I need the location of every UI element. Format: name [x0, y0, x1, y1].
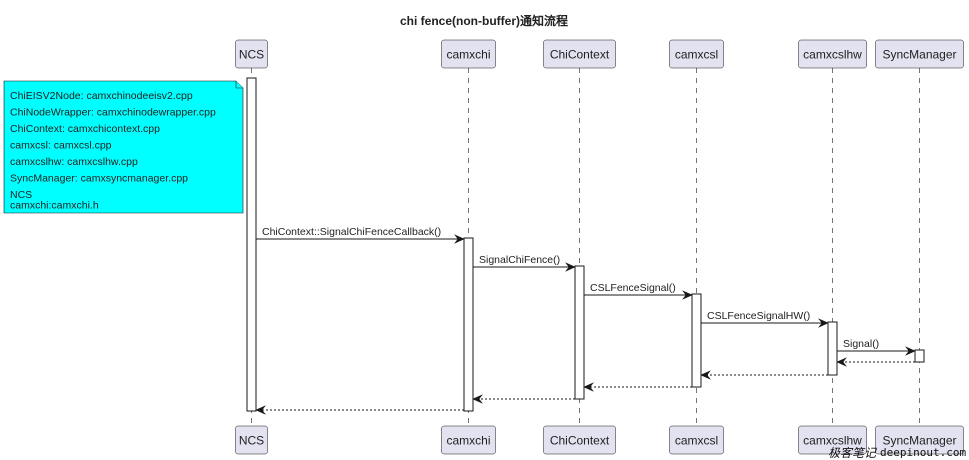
participant-camxcsl-bottom[interactable]: camxcsl: [669, 425, 724, 455]
message-return: [583, 382, 692, 392]
diagram-title: chi fence(non-buffer)通知流程: [400, 13, 568, 28]
note-line: ChiNodeWrapper: camxchinodewrapper.cpp: [10, 107, 216, 119]
participant-box: [669, 39, 724, 69]
message-return: [836, 357, 915, 367]
watermark: 极客笔记 deepinout.com: [828, 446, 966, 460]
participant-label: SyncManager: [882, 434, 956, 448]
participant-box: [798, 425, 867, 455]
message-label: SignalChiFence(): [479, 254, 560, 266]
message-call: SignalChiFence(): [473, 254, 576, 272]
watermark-url: deepinout.com: [880, 446, 966, 459]
activation-bar-camxcsl: [691, 293, 702, 388]
arrowhead-icon: [472, 394, 483, 404]
note-corner-fold: [235, 81, 243, 89]
note-line: camxcsl: camxcsl.cpp: [10, 140, 112, 152]
participant-label: ChiContext: [550, 48, 610, 62]
activation-bar-syncmanager: [914, 349, 925, 363]
participant-label: camxcsl: [675, 48, 718, 62]
note-line: camxchi:camxchi.h: [10, 200, 99, 212]
participant-chicontext-top[interactable]: ChiContext: [543, 39, 616, 69]
arrowhead-icon: [583, 382, 594, 392]
message-call: ChiContext::SignalChiFenceCallback(): [256, 226, 465, 244]
participant-box: [543, 39, 616, 69]
participant-label: NCS: [239, 48, 264, 62]
participant-box: [441, 425, 496, 455]
participant-label: camxchi: [446, 48, 490, 62]
participant-box: [875, 425, 964, 455]
participant-label: ChiContext: [550, 434, 610, 448]
arrowhead-icon: [700, 370, 711, 380]
arrowhead-icon: [905, 346, 916, 356]
participant-box: [798, 39, 867, 69]
note-line: NCS: [10, 189, 32, 201]
participant-box: [441, 39, 496, 69]
message-label: CSLFenceSignalHW(): [707, 310, 810, 322]
message-call: CSLFenceSignal(): [584, 282, 693, 300]
activation-bar-chicontext: [574, 265, 585, 400]
arrowhead-icon: [454, 234, 465, 244]
activation-bar-camxcslhw: [827, 321, 838, 376]
message-return: [700, 370, 828, 380]
participant-chicontext-bottom[interactable]: ChiContext: [543, 425, 616, 455]
message-return: [472, 394, 575, 404]
activation-bar-ncs: [246, 77, 257, 412]
participant-syncmanager-bottom[interactable]: SyncManager: [875, 425, 964, 455]
participant-camxchi-bottom[interactable]: camxchi: [441, 425, 496, 455]
participant-camxcslhw-top[interactable]: camxcslhw: [798, 39, 867, 69]
note-line: SyncManager: camxsyncmanager.cpp: [10, 173, 188, 185]
message-label: Signal(): [843, 338, 879, 350]
message-call: Signal(): [837, 338, 916, 356]
participant-ncs-bottom[interactable]: NCS: [235, 425, 268, 455]
participant-ncs-top[interactable]: NCS: [235, 39, 268, 69]
participant-label: SyncManager: [882, 48, 956, 62]
note-line: camxcslhw: camxcslhw.cpp: [10, 156, 138, 168]
participant-box: [543, 425, 616, 455]
participant-camxcsl-top[interactable]: camxcsl: [669, 39, 724, 69]
participant-label: camxcslhw: [803, 434, 862, 448]
arrowhead-icon: [836, 357, 847, 367]
message-label: CSLFenceSignal(): [590, 282, 676, 294]
participant-label: camxcsl: [675, 434, 718, 448]
participant-box: [235, 39, 268, 69]
note-line: ChiContext: camxchicontext.cpp: [10, 123, 160, 135]
participant-box: [669, 425, 724, 455]
arrowhead-icon: [818, 318, 829, 328]
participant-label: NCS: [239, 434, 264, 448]
note-box: [3, 80, 244, 214]
participant-camxcslhw-bottom[interactable]: camxcslhw: [798, 425, 867, 455]
participant-label: camxcslhw: [803, 48, 862, 62]
watermark-cn: 极客笔记: [828, 446, 877, 460]
note: ChiEISV2Node: camxchinodeeisv2.cpp ChiNo…: [3, 80, 244, 214]
message-return: [255, 405, 464, 415]
participant-camxchi-top[interactable]: camxchi: [441, 39, 496, 69]
note-line: ChiEISV2Node: camxchinodeeisv2.cpp: [10, 90, 193, 102]
participant-box: [875, 39, 964, 69]
participant-label: camxchi: [446, 434, 490, 448]
participant-box: [235, 425, 268, 455]
participant-syncmanager-top[interactable]: SyncManager: [875, 39, 964, 69]
message-label: ChiContext::SignalChiFenceCallback(): [262, 226, 441, 238]
message-call: CSLFenceSignalHW(): [701, 310, 829, 328]
activation-bar-camxchi: [463, 237, 474, 412]
arrowhead-icon: [565, 262, 576, 272]
arrowhead-icon: [255, 405, 266, 415]
arrowhead-icon: [682, 290, 693, 300]
